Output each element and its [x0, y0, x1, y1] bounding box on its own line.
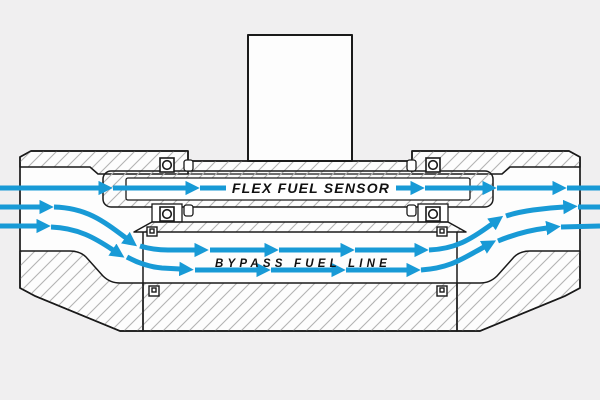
flow-line-bypass-lower: [0, 218, 600, 278]
bypass-adapter-plate: [133, 221, 467, 233]
left-fitting-bottom-wall: [19, 250, 144, 332]
oring-bottom-left: [159, 206, 175, 222]
oring-top-left: [159, 157, 175, 173]
seal-grooves: [183, 159, 417, 217]
sensor-channel-label: FLEX FUEL SENSOR: [232, 180, 390, 196]
oring-seals: [159, 157, 441, 222]
bypass-channel-label: BYPASS FUEL LINE: [215, 258, 391, 270]
oring-bottom-right: [425, 206, 441, 222]
flow-line-bypass-upper: [0, 199, 600, 258]
sensor-body: [247, 34, 353, 162]
oring-top-right: [425, 157, 441, 173]
bypass-adapter-bottom: [142, 282, 458, 332]
right-fitting-bottom-wall: [456, 250, 581, 332]
corner-seals: [146, 226, 448, 297]
